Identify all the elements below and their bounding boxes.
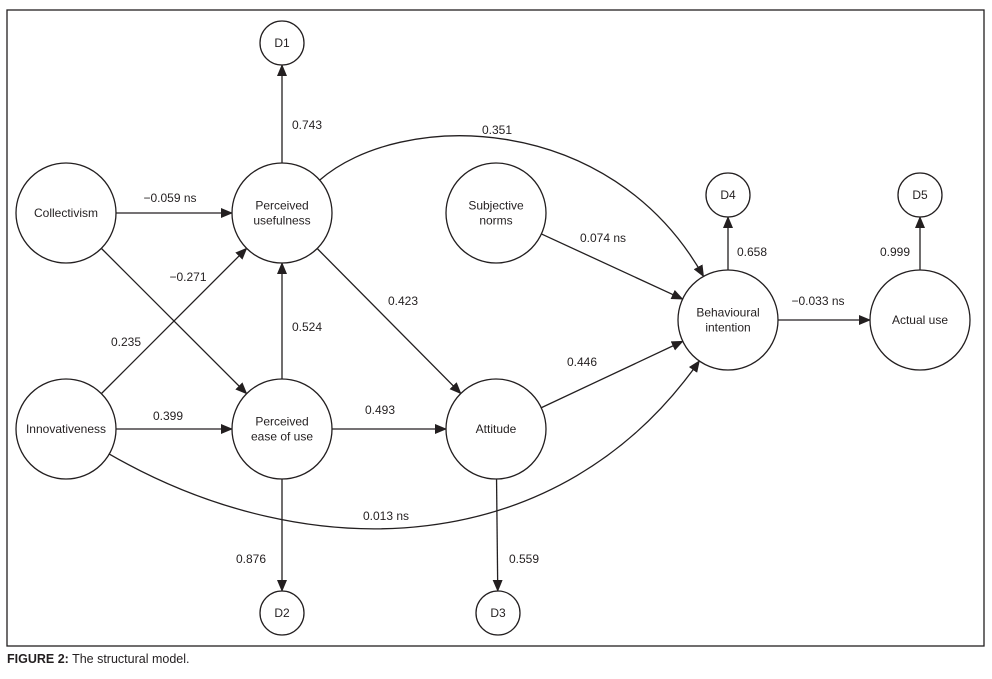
- node-innovativeness: Innovativeness: [15, 378, 117, 480]
- edge-label-actual-use-to-d5: 0.999: [880, 245, 910, 259]
- node-circle-actual-use: [869, 269, 971, 371]
- node-d1: D1: [259, 20, 305, 66]
- edge-attitude-to-d3: [492, 478, 503, 593]
- node-circle-d1: [259, 20, 305, 66]
- node-attitude: Attitude: [445, 378, 547, 480]
- node-label-subjective-norms: norms: [479, 214, 512, 228]
- node-label-perceived-usefulness: usefulness: [253, 214, 310, 228]
- node-d2: D2: [259, 590, 305, 636]
- edge-label-behavioural-intention-to-d4: 0.658: [737, 245, 767, 259]
- node-collectivism: Collectivism: [15, 162, 117, 264]
- node-label-behavioural-intention: intention: [705, 321, 750, 335]
- node-d4: D4: [705, 172, 751, 218]
- caption-text: The structural model.: [72, 652, 190, 666]
- edge-labels-layer: −0.059 ns −0.271 0.235 0.399 0.013 ns 0.743 0.…: [111, 118, 910, 566]
- edge-innovativeness-to-behavioural-intention: [108, 360, 700, 530]
- node-circle-innovativeness: [15, 378, 117, 480]
- node-label-perceived-ease-of-use: Perceived: [255, 415, 308, 429]
- node-label-d3: D3: [490, 606, 506, 620]
- node-label-perceived-ease-of-use: ease of use: [251, 430, 313, 444]
- edges-layer: [100, 64, 925, 593]
- edge-label-perceived-usefulness-to-d1: 0.743: [292, 118, 322, 132]
- node-circle-d5: [897, 172, 943, 218]
- edge-label-perceived-usefulness-to-behavioural-intention: 0.351: [482, 123, 512, 137]
- edge-label-collectivism-to-perceived-ease-of-use: −0.271: [169, 270, 206, 284]
- node-d3: D3: [475, 590, 521, 636]
- edge-label-innovativeness-to-behavioural-intention: 0.013 ns: [363, 509, 409, 523]
- node-label-d1: D1: [274, 36, 290, 50]
- nodes-layer: CollectivismInnovativenessPerceivedusefu…: [15, 20, 971, 636]
- node-circle-d2: [259, 590, 305, 636]
- edge-subjective-norms-to-behavioural-intention: [541, 233, 684, 300]
- node-circle-collectivism: [15, 162, 117, 264]
- figure-caption: FIGURE 2: The structural model.: [7, 652, 189, 666]
- node-label-innovativeness: Innovativeness: [26, 422, 106, 436]
- node-label-collectivism: Collectivism: [34, 206, 98, 220]
- node-d5: D5: [897, 172, 943, 218]
- node-label-d4: D4: [720, 188, 736, 202]
- node-circle-subjective-norms: [445, 162, 547, 264]
- edge-perceived-usefulness-to-behavioural-intention: [319, 135, 705, 278]
- node-label-attitude: Attitude: [476, 422, 517, 436]
- node-actual-use: Actual use: [869, 269, 971, 371]
- node-circle-d3: [475, 590, 521, 636]
- edge-label-perceived-usefulness-to-attitude: 0.423: [388, 294, 418, 308]
- node-circle-d4: [705, 172, 751, 218]
- edge-label-perceived-ease-of-use-to-attitude: 0.493: [365, 403, 395, 417]
- node-label-actual-use: Actual use: [892, 313, 948, 327]
- edge-label-behavioural-intention-to-actual-use: −0.033 ns: [791, 294, 844, 308]
- edge-label-attitude-to-behavioural-intention: 0.446: [567, 355, 597, 369]
- node-circle-behavioural-intention: [677, 269, 779, 371]
- edge-label-attitude-to-d3: 0.559: [509, 552, 539, 566]
- node-label-perceived-usefulness: Perceived: [255, 199, 308, 213]
- node-label-subjective-norms: Subjective: [468, 199, 524, 213]
- caption-label: FIGURE 2:: [7, 652, 69, 666]
- node-label-d5: D5: [912, 188, 928, 202]
- edge-label-perceived-ease-of-use-to-perceived-usefulness: 0.524: [292, 320, 322, 334]
- edge-label-innovativeness-to-perceived-ease-of-use: 0.399: [153, 409, 183, 423]
- edge-label-innovativeness-to-perceived-usefulness: 0.235: [111, 335, 141, 349]
- figure-frame: [6, 9, 985, 647]
- node-circle-attitude: [445, 378, 547, 480]
- node-circle-perceived-usefulness: [231, 162, 333, 264]
- edge-label-perceived-ease-of-use-to-d2: 0.876: [236, 552, 266, 566]
- edge-attitude-to-behavioural-intention: [540, 340, 684, 409]
- node-label-behavioural-intention: Behavioural: [696, 306, 759, 320]
- edge-label-collectivism-to-perceived-usefulness: −0.059 ns: [143, 191, 196, 205]
- edge-innovativeness-to-perceived-usefulness: [100, 247, 248, 395]
- node-label-d2: D2: [274, 606, 290, 620]
- edge-label-subjective-norms-to-behavioural-intention: 0.074 ns: [580, 231, 626, 245]
- edge-perceived-usefulness-to-attitude: [316, 248, 462, 395]
- node-circle-perceived-ease-of-use: [231, 378, 333, 480]
